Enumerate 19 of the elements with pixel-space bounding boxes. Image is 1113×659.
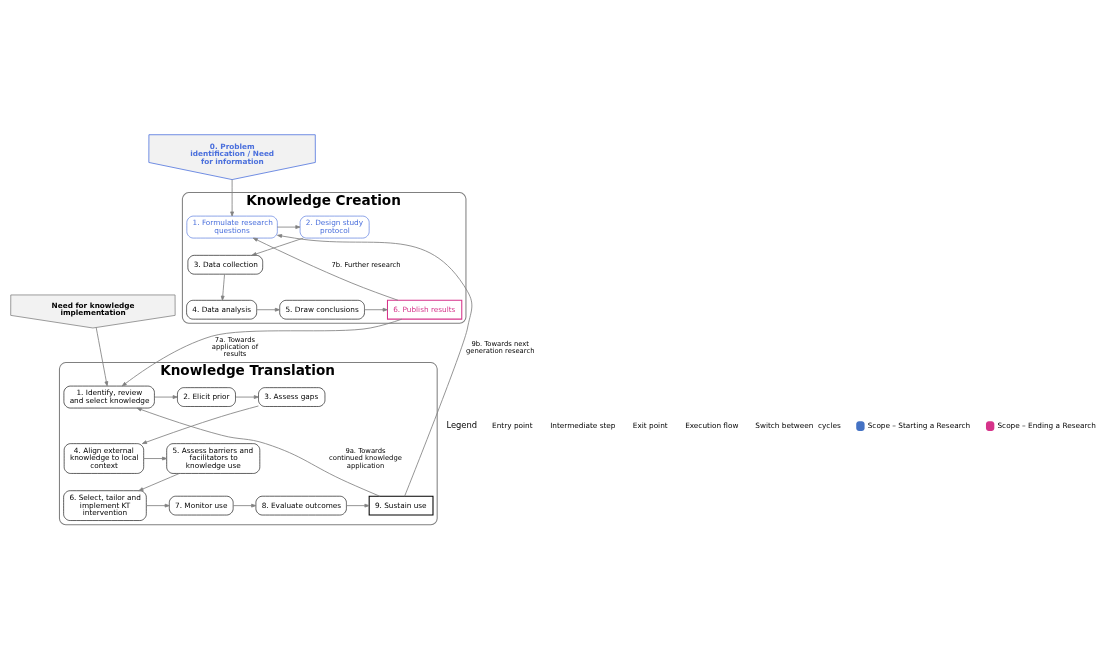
arrow — [346, 503, 370, 508]
arrow — [232, 503, 257, 508]
arrow — [276, 225, 301, 229]
arrow — [252, 237, 399, 301]
arrow — [136, 407, 381, 497]
label: Legend — [446, 419, 478, 430]
arrow — [256, 307, 280, 312]
arrow — [154, 395, 178, 399]
arrow — [364, 307, 388, 312]
arrow — [121, 318, 403, 387]
arrow — [235, 395, 259, 399]
arrow — [143, 456, 168, 461]
arrow — [95, 327, 109, 387]
arrow — [230, 179, 234, 217]
arrow — [220, 273, 225, 301]
arrow — [141, 405, 259, 444]
arrow — [251, 237, 304, 256]
arrow — [145, 503, 170, 508]
arrow — [138, 473, 180, 492]
